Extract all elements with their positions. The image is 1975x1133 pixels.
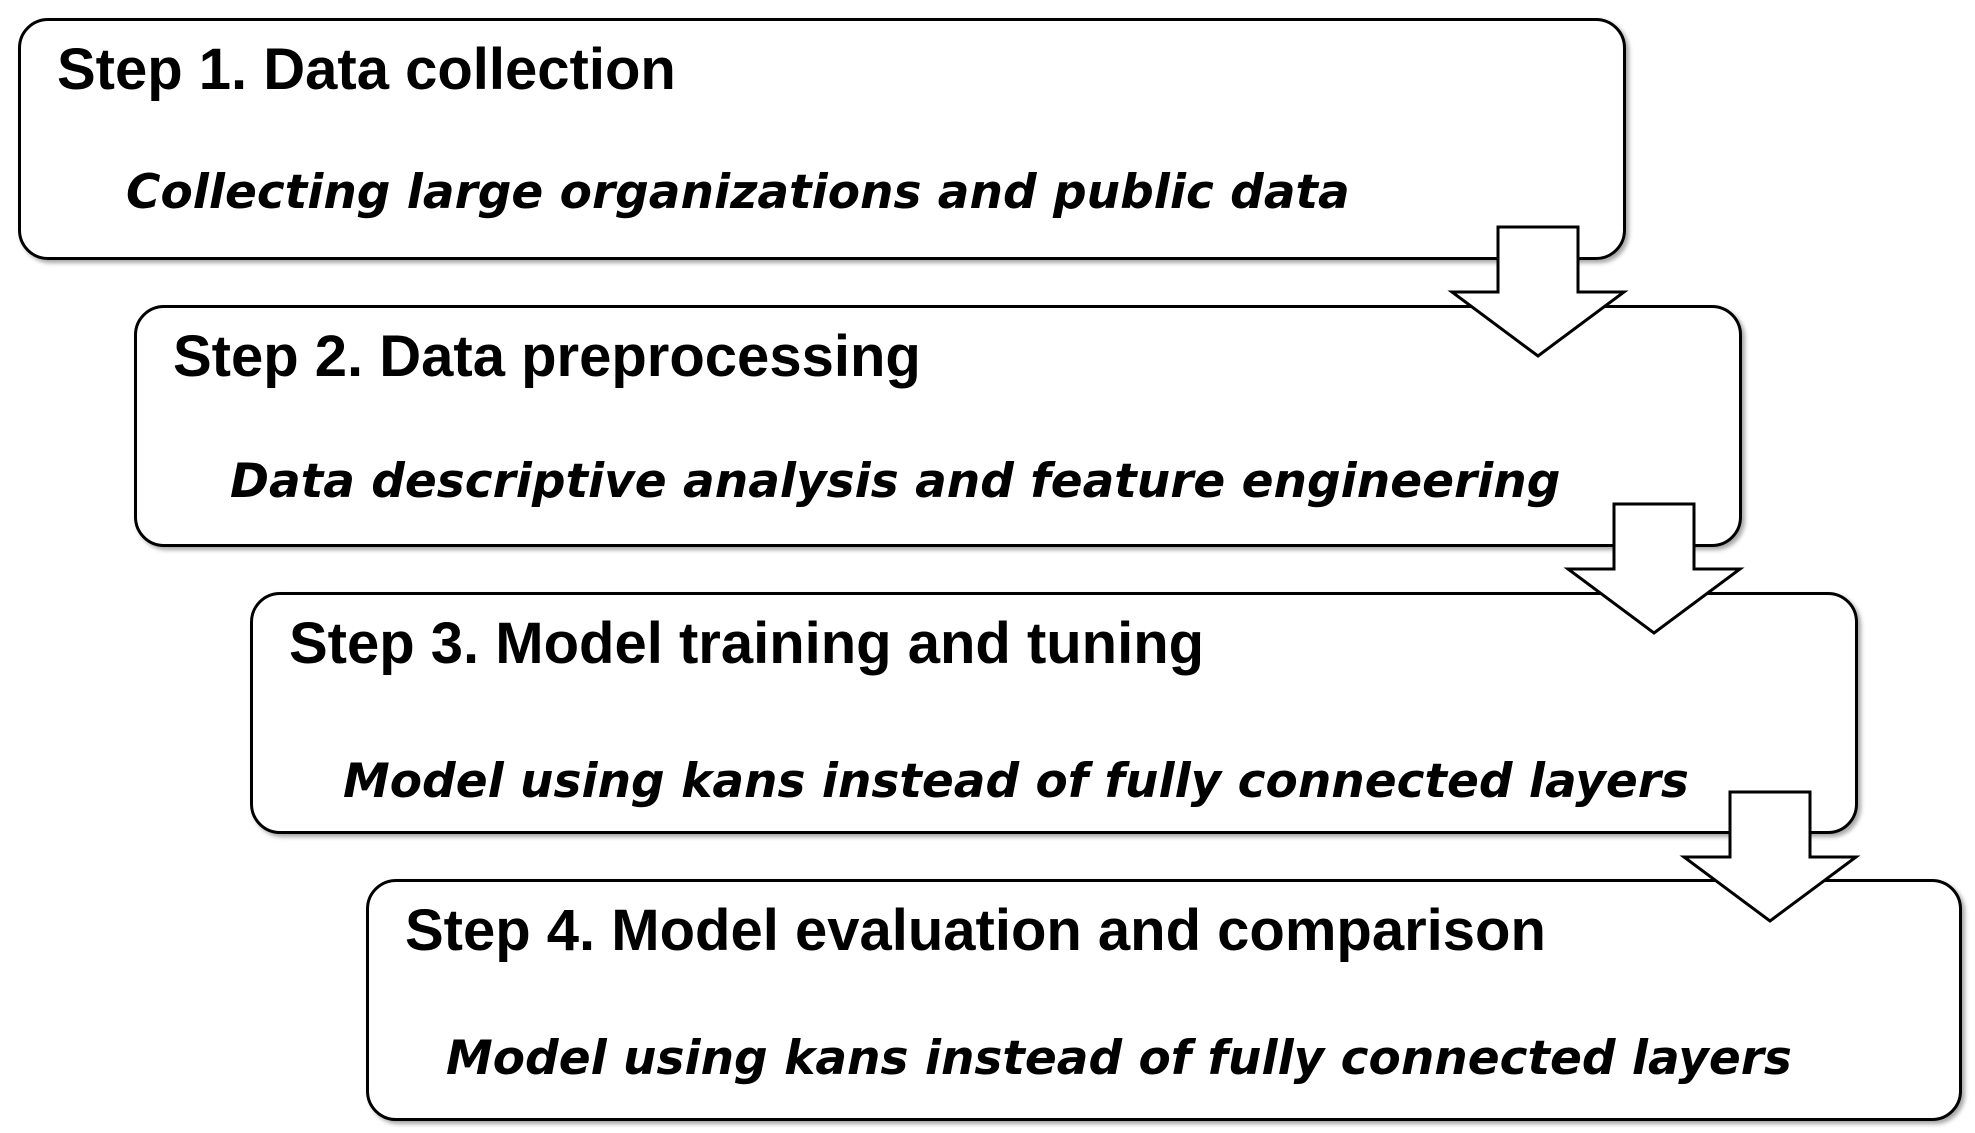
step-description-2: Data descriptive analysis and feature en… xyxy=(230,454,1561,509)
step-box-3: Step 3. Model training and tuning Model … xyxy=(250,592,1858,834)
down-arrow-icon xyxy=(1447,225,1629,358)
step-box-4: Step 4. Model evaluation and comparison … xyxy=(366,879,1962,1121)
down-arrow-icon xyxy=(1563,502,1745,635)
step-description-3: Model using kans instead of fully connec… xyxy=(343,754,1689,809)
step-title-4: Step 4. Model evaluation and comparison xyxy=(405,898,1546,963)
step-title-3: Step 3. Model training and tuning xyxy=(289,611,1205,676)
step-description-4: Model using kans instead of fully connec… xyxy=(446,1031,1792,1086)
step-box-2: Step 2. Data preprocessing Data descript… xyxy=(134,305,1742,547)
down-arrow-icon xyxy=(1679,790,1861,923)
step-title-1: Step 1. Data collection xyxy=(57,37,676,102)
step-title-2: Step 2. Data preprocessing xyxy=(173,324,921,389)
step-description-1: Collecting large organizations and publi… xyxy=(126,165,1350,220)
step-box-1: Step 1. Data collection Collecting large… xyxy=(18,18,1626,260)
